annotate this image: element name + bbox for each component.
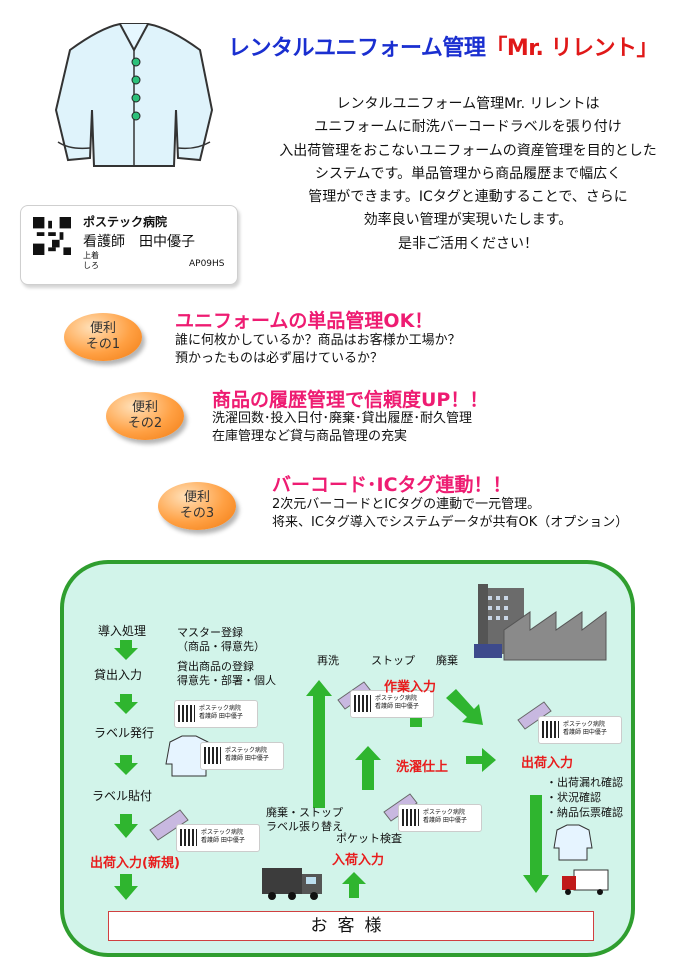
flow-step-shipping-new: 出荷入力(新規) [90,856,180,871]
mini-label: ポステック病院看護師 田中優子 [176,824,260,852]
scanner-icon [517,701,552,730]
diagonal-arrow [446,689,483,725]
intro-line: 是非ご活用ください！ [398,235,538,252]
down-arrow [114,694,138,714]
flow-check-list: ・出荷漏れ確認・状況確認・納品伝票確認 [546,776,623,819]
down-arrow [114,814,138,838]
flow-dispose: 廃棄 [436,654,458,667]
feature-title-1: ユニフォームの単品管理OK！ [175,310,434,332]
intro-line: 効率良い管理が実現いたします。 [363,212,573,229]
intro-line: 入出荷管理をおこないユニフォームの資産管理を目的とした [279,142,657,159]
mini-label: ポステック病院看護師 田中優子 [350,690,434,718]
customer-box: お客様 [108,911,594,941]
right-arrow [466,748,496,772]
flow-washing-done: 洗濯仕上 [396,760,449,775]
feature-desc-3: 2次元バーコードとICタグの連動で一元管理。将来、ICタグ導入でシステムデータが… [272,497,629,530]
flow-ship-input: 出荷入力 [521,756,574,771]
intro-line: レンタルユニフォーム管理Mr. リレントは [336,96,600,112]
shirt-illustration [54,23,214,167]
flow-pocket-check: ポケット検査 [336,832,402,845]
mini-label: ポステック病院看護師 田中優子 [200,742,284,770]
intro-paragraph: レンタルユニフォーム管理Mr. リレントは ユニフォームに耐洗バーコードラベルを… [258,93,678,256]
flow-receive-input: 入荷入力 [332,853,385,868]
down-arrow [114,755,138,775]
feature-desc-2: 洗濯回数･投入日付･廃棄･貸出履歴･耐久管理在庫管理など貸与商品管理の充実 [212,411,473,444]
mini-label: ポステック病院看護師 田中優子 [398,804,482,832]
factory-icon [474,584,607,661]
down-arrow [523,795,549,893]
mini-label: ポステック病院看護師 田中優子 [174,700,258,728]
feature-title-2: 商品の履歴管理で信頼度UP！！ [212,389,489,411]
up-arrow [355,746,381,790]
label-code: AP09HS [189,259,225,269]
flow-step: ラベル貼付 [92,789,153,803]
down-arrow [114,640,138,660]
flow-stop: ストップ [371,654,415,667]
flow-master-note: マスター登録（商品・得意先） [177,626,265,653]
feature-badge-1: 便利その1 [64,313,142,361]
up-arrow [342,872,366,898]
flow-relabel-note: 廃棄・ストップラベル張り替え [266,806,343,833]
page-title: レンタルユニフォーム管理「Mr. リレント」 [228,36,658,61]
label-organization: ポステック病院 [83,215,168,229]
flow-rental-note: 貸出商品の登録得意先・部署・個人 [177,660,276,687]
qr-code-icon [33,217,71,255]
flow-step: 導入処理 [98,624,147,638]
intro-line: システムです。単品管理から商品履歴まで幅広く [314,165,622,182]
label-details: 上着しろ [83,251,99,270]
feature-title-3: バーコード･ICタグ連動！！ [272,474,512,496]
truck-icon [562,869,609,895]
intro-line: 管理ができます。ICタグと連動することで、さらに [308,189,628,206]
up-arrow [306,680,332,808]
feature-badge-3: 便利その3 [158,482,236,530]
feature-badge-2: 便利その2 [106,392,184,440]
flow-step: 貸出入力 [94,668,143,682]
mini-label: ポステック病院看護師 田中優子 [538,716,622,744]
down-arrow [114,874,138,900]
shirt-icon [553,824,593,861]
barcode-label-sample: ポステック病院 看護師 田中優子 上着しろ AP09HS [20,205,238,285]
flow-step: ラベル発行 [94,726,155,740]
flow-rewash: 再洗 [317,654,339,667]
feature-desc-1: 誰に何枚かしているか？商品はお客様か工場か？預かったものは必ず届けているか？ [175,333,461,366]
intro-line: ユニフォームに耐洗バーコードラベルを張り付け [314,119,622,136]
label-person: 看護師 田中優子 [83,234,195,250]
truck-icon [262,868,322,900]
scanner-icon [149,809,189,841]
flow-work-input: 作業入力 [384,680,437,695]
